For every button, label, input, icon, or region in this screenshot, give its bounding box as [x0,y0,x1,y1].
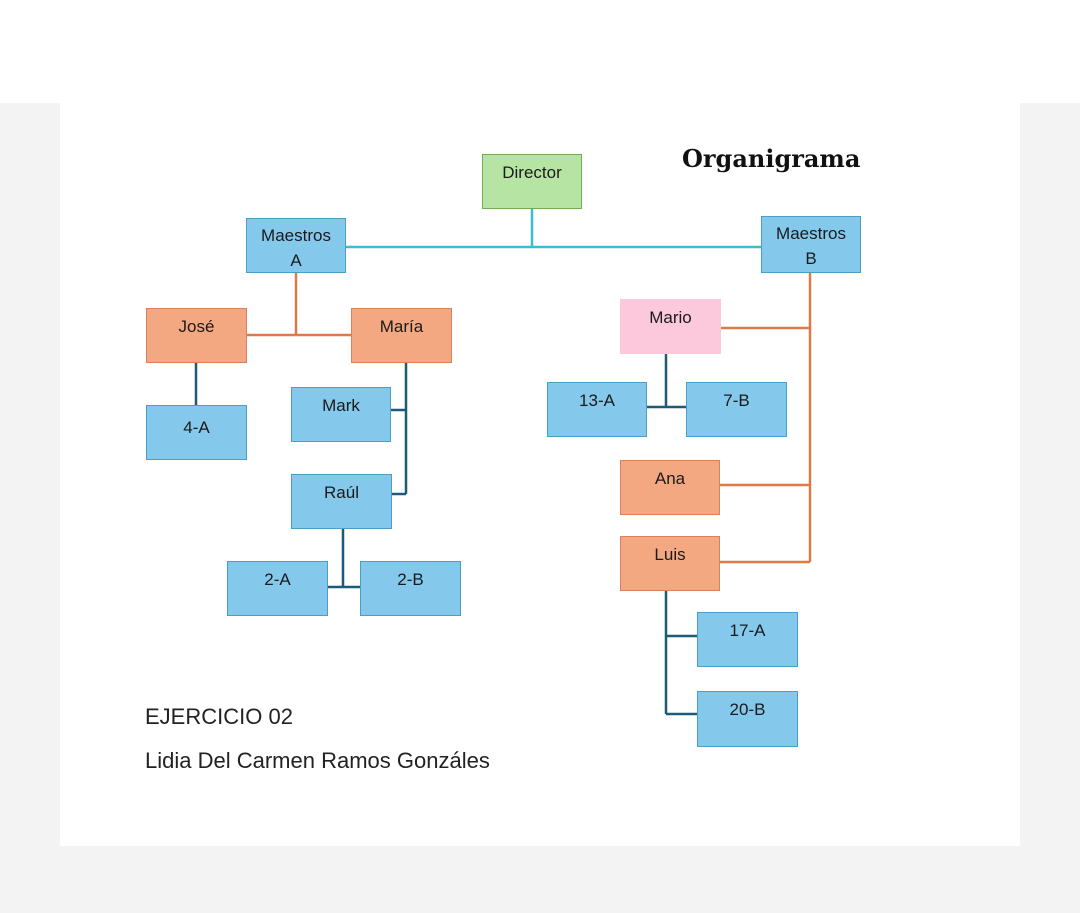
node-director-label: Director [502,163,562,182]
node-maestros-b-line2: B [805,249,817,268]
node-raul: Raúl [291,474,392,529]
node-maestros-a: Maestros A [246,218,346,273]
node-mark: Mark [291,387,391,442]
node-20b: 20-B [697,691,798,747]
author-name: Lidia Del Carmen Ramos Gonzáles [145,748,490,773]
node-7b: 7-B [686,382,787,437]
node-jose-label: José [178,317,215,336]
node-17a: 17-A [697,612,798,667]
node-13a-label: 13-A [579,391,615,410]
node-director: Director [482,154,582,209]
node-ana: Ana [620,460,720,515]
node-maestros-b-line1: Maestros [776,224,846,243]
node-2a-label: 2-A [264,570,291,589]
node-2b: 2-B [360,561,461,616]
node-4a-label: 4-A [183,418,210,437]
node-luis-label: Luis [654,545,686,564]
top-band [0,0,1080,103]
node-maestros-a-line1: Maestros [261,226,331,245]
node-jose: José [146,308,247,363]
node-17a-label: 17-A [729,621,766,640]
node-luis: Luis [620,536,720,591]
node-2b-label: 2-B [397,570,424,589]
node-maria: María [351,308,452,363]
node-7b-label: 7-B [723,391,750,410]
node-maria-label: María [379,317,424,336]
node-13a: 13-A [547,382,647,437]
node-4a: 4-A [146,405,247,460]
node-ana-label: Ana [654,469,686,488]
node-20b-label: 20-B [729,700,766,719]
node-raul-label: Raúl [324,483,359,502]
node-mark-label: Mark [322,396,360,415]
node-mario-label: Mario [649,308,692,327]
node-maestros-a-line2: A [290,251,302,270]
node-2a: 2-A [227,561,328,616]
diagram-title: Organigrama [682,144,861,173]
node-maestros-b: Maestros B [761,216,861,273]
node-mario: Mario [620,299,721,354]
exercise-label: EJERCICIO 02 [145,704,293,729]
